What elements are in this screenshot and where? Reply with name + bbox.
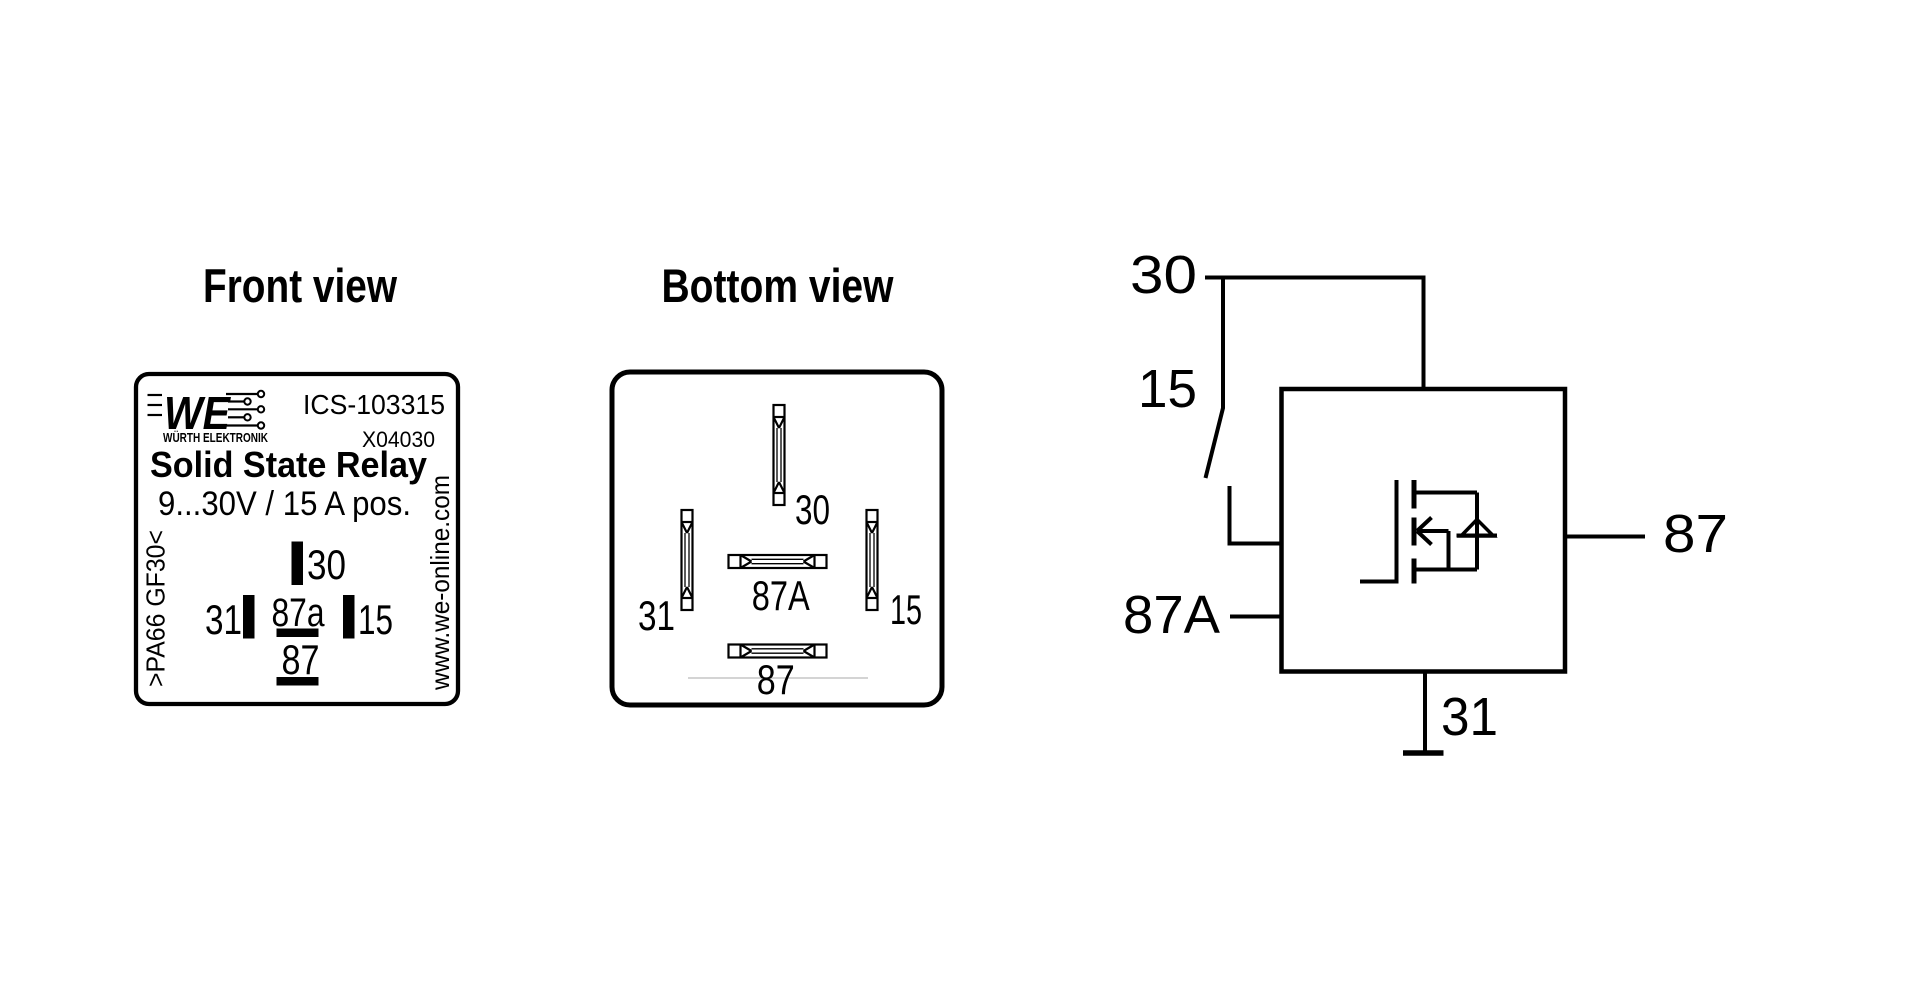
bottom-view-outline <box>609 369 945 708</box>
batch-code: X04030 <box>362 427 435 452</box>
blade-30 <box>772 403 786 507</box>
bottom-pin-31: 31 <box>638 592 675 639</box>
bottom-pin-15: 15 <box>890 586 922 633</box>
blade-31 <box>680 508 694 612</box>
bottom-pin-87: 87 <box>757 656 795 703</box>
front-pin-31: 31 <box>205 596 242 643</box>
pin-87-bar <box>276 677 319 686</box>
switch-blade <box>1203 277 1225 479</box>
we-logo-letters: WE <box>164 387 231 439</box>
bottom-pin-87a: 87A <box>752 572 810 619</box>
website-text: www.we-online.com <box>425 475 455 691</box>
rating-text: 9...30V / 15 A pos. <box>158 485 411 523</box>
pin-31-bar <box>243 595 255 639</box>
we-logo: WE WÜRTH ELEKTRONIK <box>147 387 268 445</box>
we-logo-circuit-lines <box>226 389 266 430</box>
material-marking: >PA66 GF30< <box>141 530 171 687</box>
brand-name: WÜRTH ELEKTRONIK <box>163 430 268 445</box>
schematic-terminal-87a: 87A <box>1123 585 1220 645</box>
bottom-pin-30: 30 <box>795 486 830 533</box>
substrate-arrow <box>1415 516 1433 533</box>
schematic-terminal-31: 31 <box>1441 687 1498 747</box>
ground-symbol <box>1403 671 1444 756</box>
front-label-outline <box>133 371 461 707</box>
bottom-view-title: Bottom view <box>662 259 894 312</box>
pin-15-bar <box>343 595 355 639</box>
front-pin-markings: 30 31 87a 15 87 <box>205 541 393 686</box>
pin-30-bar <box>291 541 303 585</box>
schematic-panel: 30 15 87A 87 31 <box>1123 245 1728 756</box>
front-pin-87a: 87a <box>272 591 326 635</box>
schematic-terminal-87: 87 <box>1663 504 1728 564</box>
bottom-view-panel: 30 87A 31 15 87 <box>609 369 945 708</box>
front-pin-30: 30 <box>307 541 346 588</box>
blade-15 <box>865 508 879 612</box>
front-view-label: WE WÜRTH ELEKTRONIK ICS-103315 X04030 So… <box>133 371 461 707</box>
schematic-wiring <box>1203 275 1645 619</box>
part-number: ICS-103315 <box>303 389 445 420</box>
schematic-terminal-30: 30 <box>1130 245 1197 305</box>
mosfet-symbol <box>1360 480 1498 584</box>
pin-87a-bar <box>276 628 319 637</box>
blade-87a <box>727 553 828 570</box>
schematic-terminal-15: 15 <box>1138 359 1197 419</box>
front-pin-15: 15 <box>358 596 393 643</box>
product-name: Solid State Relay <box>150 444 427 485</box>
front-pin-87: 87 <box>282 636 320 683</box>
front-view-title: Front view <box>203 259 397 312</box>
